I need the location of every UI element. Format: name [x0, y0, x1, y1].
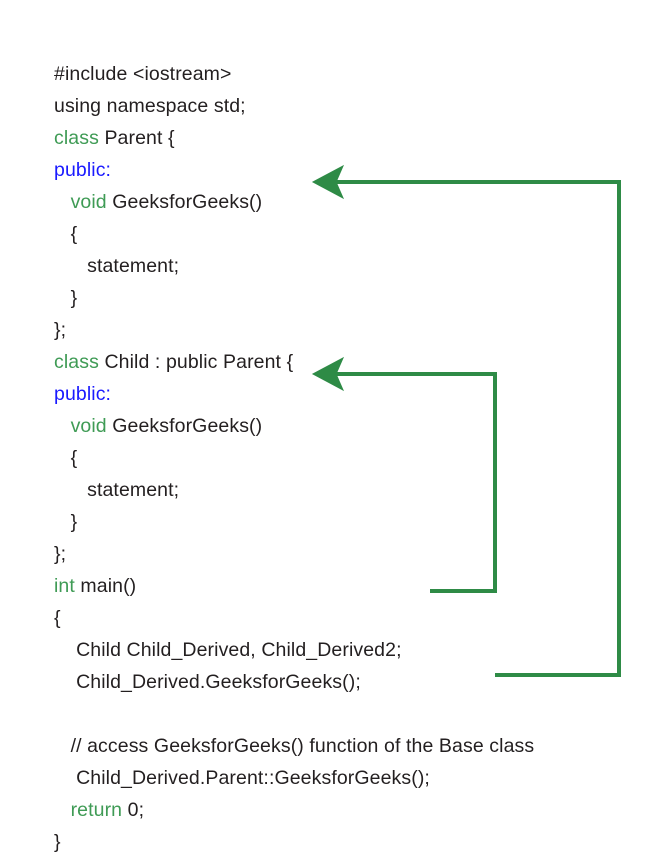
code-line: // access GeeksforGeeks() function of th… [54, 730, 614, 762]
code-indent [54, 799, 71, 821]
code-line: void GeeksforGeeks() [54, 186, 614, 218]
code-token-kw: int [54, 575, 75, 597]
code-indent [54, 671, 71, 693]
code-token-plain: Child_Derived.GeeksforGeeks(); [70, 671, 361, 693]
code-line: void GeeksforGeeks() [54, 410, 614, 442]
code-token-plain: statement; [87, 255, 180, 277]
code-line: } [54, 506, 614, 538]
code-token-plain: { [70, 447, 78, 469]
code-indent [54, 735, 71, 757]
code-figure: #include <iostream> using namespace std; c… [54, 63, 621, 853]
code-line: Child Child_Derived, Child_Derived2; [54, 634, 614, 666]
code-token-access: public: [54, 383, 112, 405]
code-line: Child_Derived.GeeksforGeeks(); [54, 666, 614, 698]
code-line: statement; [54, 474, 614, 506]
code-token-plain: Child : public Parent { [98, 351, 294, 373]
code-indent [54, 511, 71, 533]
code-token-plain: 0; [122, 799, 145, 821]
code-token-comment: // access GeeksforGeeks() function of th… [70, 735, 535, 757]
code-token-plain: Parent { [98, 127, 175, 149]
code-token-plain: }; [54, 319, 67, 341]
code-token-kw: void [70, 415, 107, 437]
code-line: #include <iostream> [54, 58, 614, 90]
code-indent [54, 415, 71, 437]
code-token-plain: { [70, 223, 78, 245]
code-line: { [54, 218, 614, 250]
code-indent [54, 287, 71, 309]
code-token-plain: Child Child_Derived, Child_Derived2; [70, 639, 402, 661]
code-line: } [54, 826, 614, 858]
code-indent [54, 447, 71, 469]
code-line: } [54, 282, 614, 314]
code-indent [54, 191, 71, 213]
code-token-plain: } [70, 287, 78, 309]
code-line: class Child : public Parent { [54, 346, 614, 378]
code-line: Child_Derived.Parent::GeeksforGeeks(); [54, 762, 614, 794]
code-token-plain: }; [54, 543, 67, 565]
code-indent [54, 639, 71, 661]
code-line: int main() [54, 570, 614, 602]
code-token-kw: void [70, 191, 107, 213]
code-line: { [54, 442, 614, 474]
code-line: }; [54, 538, 614, 570]
code-line: return 0; [54, 794, 614, 826]
code-token-plain: statement; [87, 479, 180, 501]
code-line: class Parent { [54, 122, 614, 154]
code-line: using namespace std; [54, 90, 614, 122]
code-token-plain: } [70, 511, 78, 533]
code-token-access: public: [54, 159, 112, 181]
code-token-kw: return [70, 799, 123, 821]
code-token-plain: main() [74, 575, 137, 597]
code-line: }; [54, 314, 614, 346]
code-line: public: [54, 378, 614, 410]
code-token-plain: #include <iostream> [54, 63, 232, 85]
code-indent [54, 255, 87, 277]
code-token-plain: Child_Derived.Parent::GeeksforGeeks(); [70, 767, 430, 789]
code-token-kw: class [54, 351, 99, 373]
code-indent [54, 223, 71, 245]
code-indent [54, 767, 71, 789]
code-token-plain: using namespace std; [54, 95, 246, 117]
code-token-plain: GeeksforGeeks() [106, 415, 263, 437]
code-listing: #include <iostream> using namespace std; c… [54, 58, 614, 858]
code-token-plain: GeeksforGeeks() [106, 191, 263, 213]
code-line: statement; [54, 250, 614, 282]
code-line: { [54, 602, 614, 634]
code-line-blank [54, 698, 614, 730]
code-indent [54, 479, 87, 501]
code-token-plain: { [54, 607, 61, 629]
code-token-kw: class [54, 127, 99, 149]
code-token-plain: } [54, 831, 61, 853]
code-line: public: [54, 154, 614, 186]
